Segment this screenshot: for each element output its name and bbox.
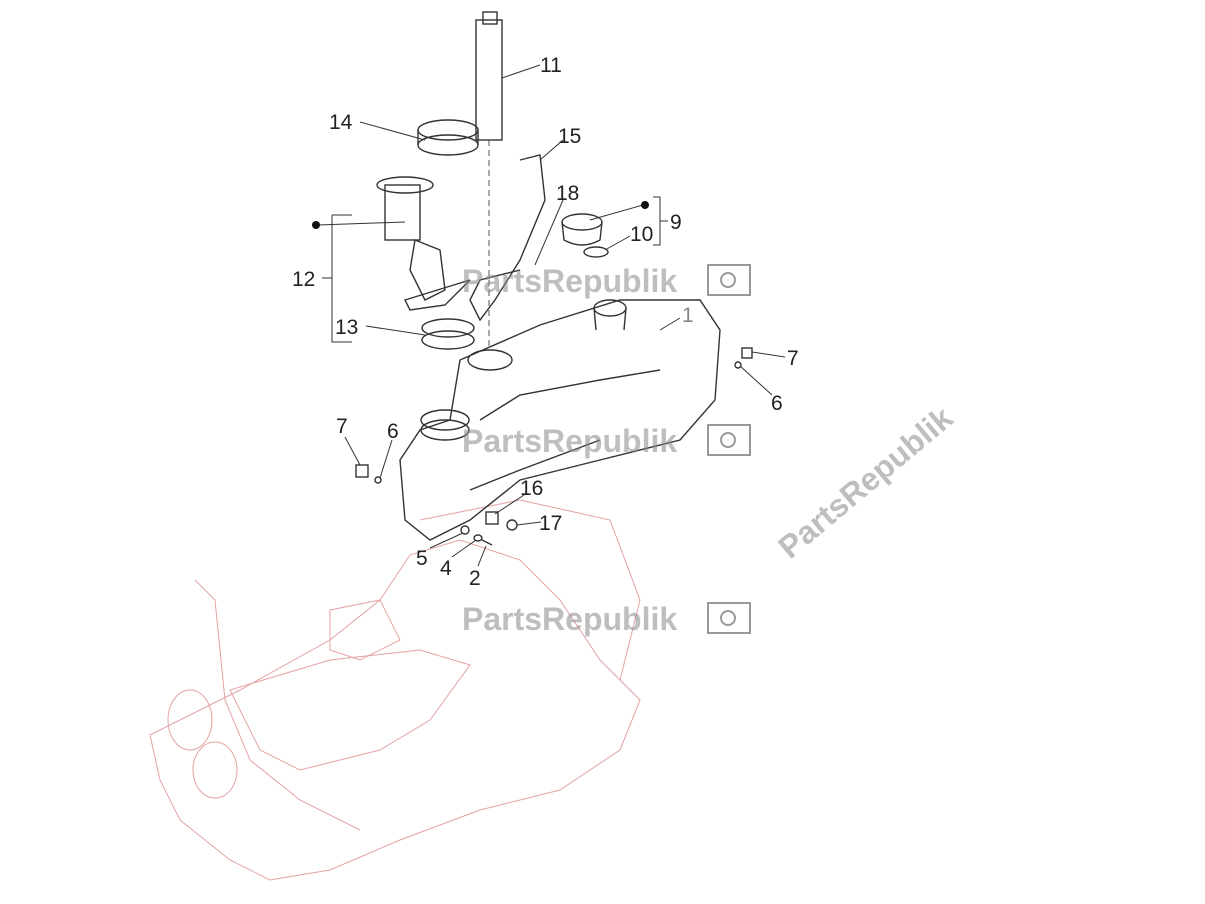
fuel-cap (561, 213, 609, 258)
gear-flag-icon (707, 264, 751, 296)
callout-10: 10 (630, 223, 653, 246)
callout-14: 14 (329, 111, 353, 134)
watermark: PartsRepublik PartsRepublik PartsRepubli… (462, 263, 959, 637)
callout-labels: 11 14 15 18 9 10 12 13 7 6 7 6 16 17 5 4… (292, 54, 799, 590)
callout-6: 6 (771, 392, 783, 415)
svg-text:PartsRepublik: PartsRepublik (462, 601, 677, 637)
gear-flag-icon (707, 424, 751, 456)
fuel-hose (469, 154, 546, 322)
callout-6: 6 (387, 420, 399, 443)
leader-lines (312, 64, 786, 567)
callout-7: 7 (787, 347, 799, 370)
svg-text:PartsRepublik: PartsRepublik (771, 399, 959, 565)
callout-2: 2 (469, 567, 481, 590)
ring-nut (417, 119, 479, 156)
fuel-pump (376, 176, 471, 311)
svg-text:PartsRepublik: PartsRepublik (462, 423, 677, 459)
scooter-frame-outline (149, 499, 641, 881)
callout-11: 11 (540, 54, 562, 77)
callout-18: 18 (556, 182, 579, 205)
callout-4: 4 (440, 557, 452, 580)
callout-17: 17 (539, 512, 562, 535)
fuel-level-sender (475, 11, 503, 350)
callout-16: 16 (520, 477, 543, 500)
callout-12: 12 (292, 268, 315, 291)
callout-1: 1 (682, 304, 694, 327)
svg-text:PartsRepublik: PartsRepublik (462, 263, 677, 299)
callout-9: 9 (670, 211, 682, 234)
small-hardware (355, 347, 753, 546)
callout-5: 5 (416, 547, 428, 570)
callout-15: 15 (558, 125, 581, 148)
fuel-tank (399, 299, 721, 541)
gear-flag-icon (707, 602, 751, 634)
pump-gasket (421, 318, 475, 350)
callout-13: 13 (335, 316, 358, 339)
callout-7: 7 (336, 415, 348, 438)
